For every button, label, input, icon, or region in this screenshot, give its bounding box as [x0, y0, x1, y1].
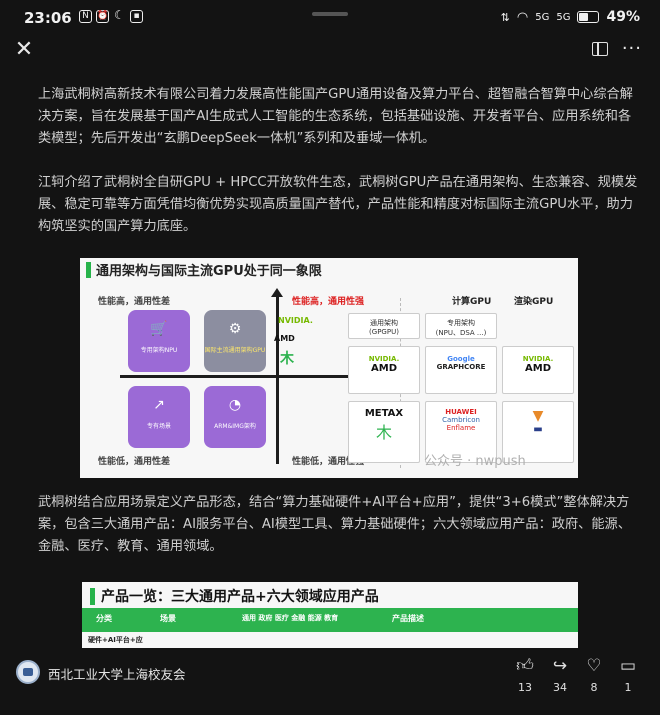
table-header-band [82, 608, 578, 632]
comment-button[interactable]: ▭ 1 [613, 656, 643, 694]
bottom-bar: 西北工业大学上海校友会 👍︎ 13 ↪ 34 ♡ 8 ▭ 1 [0, 648, 660, 715]
favorite-button[interactable]: ♡ 8 [579, 656, 609, 694]
company-logo-icon: ▬ [533, 424, 543, 435]
status-time: 23:06 [24, 9, 72, 27]
battery-icon [577, 11, 600, 23]
quadrant-scene: ↗专有场景 [128, 386, 190, 448]
share-icon: ↪ [552, 656, 568, 676]
compute-gpu-header: 计算GPU [452, 297, 492, 307]
signal-icon: 5G [535, 11, 550, 23]
axis-horizontal [120, 375, 390, 378]
vendor-box-render: NVIDIA. AMD [502, 346, 574, 394]
watermark: 公众号 · nwpush [424, 454, 526, 469]
like-button[interactable]: 👍︎ 13 [510, 656, 540, 694]
speed-icon: ⇅ [500, 10, 510, 24]
article-paragraph-2: 江轲介绍了武桐树全自研GPU + HPCC开放软件生态，武桐树GPU产品在通用架… [38, 175, 638, 234]
drag-handle[interactable] [312, 12, 348, 16]
alarm-icon: ⏰ [96, 10, 109, 23]
more-icon[interactable]: ··· [621, 38, 642, 59]
article-paragraph-1: 上海武桐树高新技术有限公司着力发展高性能国产GPU通用设备及算力平台、超智融合智… [38, 87, 633, 146]
comment-icon: ▭ [619, 656, 637, 676]
notification-icons: N ⏰ ☾ ▪ [79, 8, 143, 23]
arrow-up-icon [271, 288, 283, 297]
vendor-box-metax: METAX 木 [348, 401, 420, 463]
render-gpu-header: 渲染GPU [514, 297, 554, 307]
table-header-domains: 通用 政府 医疗 金融 能源 教育 [242, 614, 339, 622]
status-right: ⇅ ◠ 5G 5G 49% [501, 9, 640, 25]
status-bar: 23:06 N ⏰ ☾ ▪ ⇅ ◠ 5G 5G 49% [0, 0, 660, 36]
heart-icon: ♡ [586, 656, 602, 676]
article-paragraph-3: 武桐树结合应用场景定义产品形态，结合“算力基础硬件+AI平台+应用”，提供“3+… [38, 495, 631, 554]
table-header-scene: 场景 [160, 614, 176, 623]
comment-count: 1 [624, 681, 632, 694]
account-name[interactable]: 西北工业大学上海校友会 [48, 667, 186, 682]
pie-icon: ◔ [228, 397, 242, 413]
wifi-icon: ◠ [516, 9, 529, 25]
shield-icon: ▼ [532, 408, 544, 424]
vendor-box-huawei: HUAWEI Cambricon Enflame [425, 401, 497, 463]
close-icon[interactable]: ✕ [14, 37, 34, 62]
vendor-box-google: Google GRAPHCORE [425, 346, 497, 394]
brand-nvidia-small: NVIDIA. [278, 316, 313, 325]
vendor-box-render-2: ▼ ▬ [502, 401, 574, 463]
table-header-desc: 产品描述 [392, 614, 424, 623]
quadrant-label-br: 性能低，通用性强 [292, 457, 365, 467]
quadrant-arm: ◔ARM&IMG架构 [204, 386, 266, 448]
gear-icon: ⚙ [228, 321, 242, 337]
quadrant-label-tr: 性能高，通用性强 [292, 297, 365, 307]
top-toolbar: ✕ ··· [0, 36, 660, 70]
quadrant-label-bl: 性能低，通用性差 [98, 457, 171, 467]
thumbs-up-icon: 👍︎ [516, 656, 534, 676]
battery-percent: 49% [606, 9, 640, 25]
like-count: 13 [518, 681, 532, 694]
axis-vertical [276, 296, 279, 464]
figure2-title: 产品一览：三大通用产品+六大领域应用产品 [90, 586, 379, 606]
share-count: 34 [553, 681, 567, 694]
quadrant-npu: 🛒专用架构NPU [128, 310, 190, 372]
nfc-icon: N [79, 10, 92, 23]
box-npu: 专用架构(NPU、DSA ...) [425, 313, 497, 339]
figure1-title: 通用架构与国际主流GPU处于同一象限 [86, 260, 322, 279]
table-row: 硬件+AI平台+应 [88, 636, 143, 644]
share-button[interactable]: ↪ 34 [545, 656, 575, 694]
brand-amd-small: AMD [274, 334, 295, 343]
table-header-category: 分类 [96, 614, 112, 623]
vendor-box-nvidia-amd: NVIDIA. AMD [348, 346, 420, 394]
favorite-count: 8 [590, 681, 598, 694]
cart-icon: 🛒 [150, 321, 168, 337]
sidebar-icon[interactable] [592, 42, 608, 56]
signal-icon-2: 5G [556, 11, 571, 23]
battery-fill [579, 13, 588, 21]
moon-icon: ☾ [114, 8, 125, 22]
quadrant-gpu: ⚙国际主流通用架构GPU [204, 310, 266, 372]
account-avatar[interactable] [16, 660, 40, 684]
company-logo-icon: 木 [375, 423, 392, 442]
trend-icon: ↗ [153, 397, 165, 413]
figure-quadrant-image[interactable]: 通用架构与国际主流GPU处于同一象限 性能高，通用性差 性能高，通用性强 性能低… [80, 258, 578, 478]
figure-product-table[interactable]: 产品一览：三大通用产品+六大领域应用产品 分类 场景 通用 政府 医疗 金融 能… [82, 582, 578, 648]
app-icon: ▪ [130, 10, 143, 23]
box-gpgpu: 通用架构(GPGPU) [348, 313, 420, 339]
company-logo-icon: 木 [280, 351, 294, 367]
quadrant-label-tl: 性能高，通用性差 [98, 297, 171, 307]
